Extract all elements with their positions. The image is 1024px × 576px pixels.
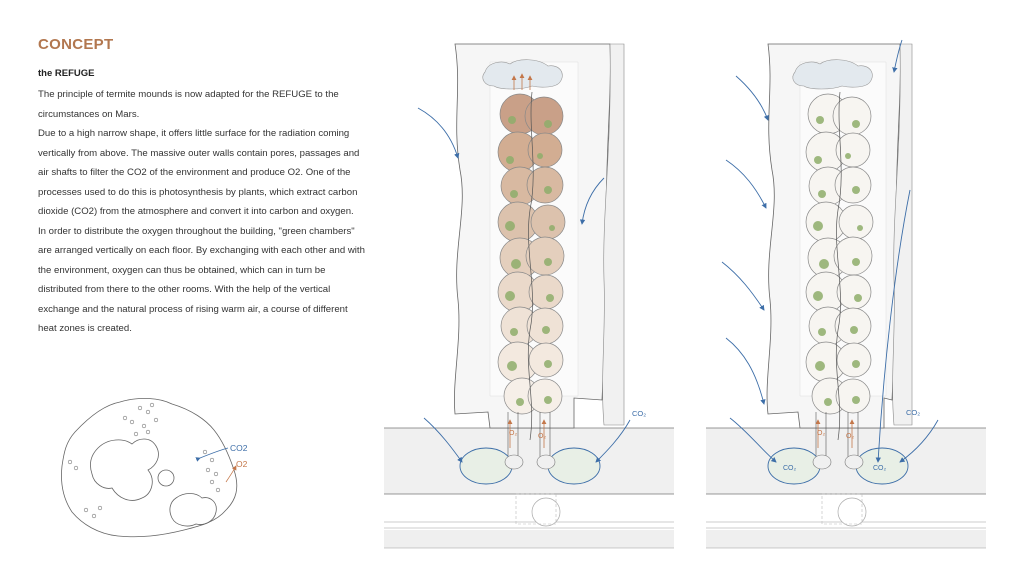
green-chambers-a [497,93,566,415]
section-a-co2-label: CO₂ [632,409,646,418]
section-a-o2-label-2: O₂ [538,433,546,440]
plan-o2-label: O2 [236,459,248,469]
plan-co2-label: CO2 [230,443,248,453]
section-b-pod-co2-right: CO₂ [873,465,887,472]
concept-text: The principle of termite mounds is now a… [38,85,368,339]
section-b-pod-co2-left: CO₂ [783,465,797,472]
paragraph-intro: The principle of termite mounds is now a… [38,89,339,120]
paragraph-shape: Due to a high narrow shape, it offers li… [38,128,360,217]
concept-title: CONCEPT [38,36,114,53]
paragraph-chambers: In order to distribute the oxygen throug… [38,225,365,335]
section-b-o2-label-1: O₂ [817,430,825,437]
green-chambers-b [805,93,874,415]
section-b-o2-label-2: O₂ [846,433,854,440]
section-diagram-b: CO₂ CO₂ CO₂ O₂ O₂ [706,39,986,549]
plants-b [813,116,863,406]
floor-plan: CO2 O2 [61,398,248,538]
section-diagram-a: CO₂ O₂ O₂ [384,43,674,549]
section-b-co2-label: CO₂ [906,408,920,417]
plants-a [505,116,555,406]
section-a-o2-label-1: O₂ [509,430,517,437]
refuge-subtitle: the REFUGE [38,68,95,79]
plan-pores [67,402,221,519]
